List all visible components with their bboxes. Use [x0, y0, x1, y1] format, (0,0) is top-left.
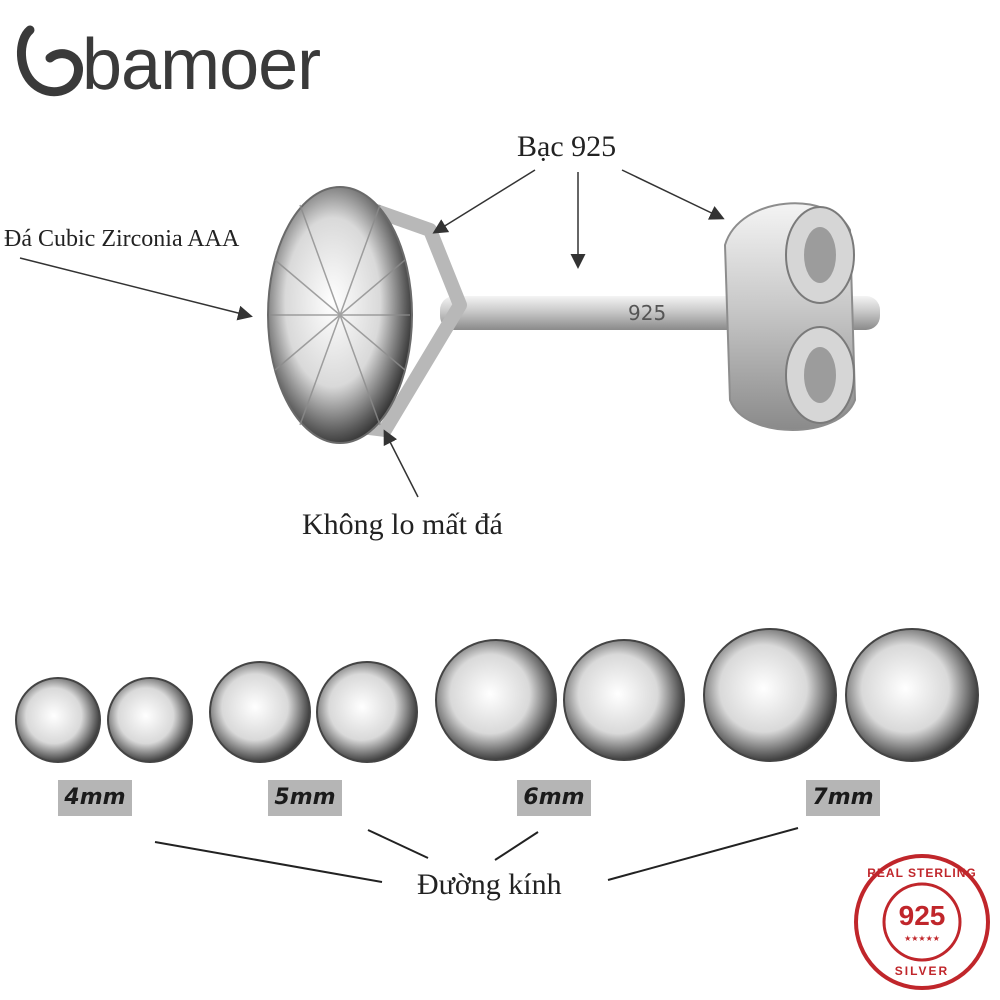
badge-bottom-text: SILVER	[894, 964, 950, 978]
stone-label: Đá Cubic Zirconia AAA	[4, 226, 240, 252]
size-gem-6mm	[435, 639, 685, 761]
secure-setting-label: Không lo mất đá	[302, 508, 503, 541]
badge-top-text: REAL STERLING	[867, 866, 977, 880]
callout-arrows	[19, 169, 725, 498]
brand-logo-text: bamoer	[82, 25, 321, 105]
size-tag-4mm: 4mm	[58, 780, 132, 816]
size-gem-7mm	[703, 628, 979, 762]
post-stamp: 925	[628, 301, 667, 325]
size-gem-5mm	[209, 661, 418, 763]
size-gem-4mm	[15, 677, 193, 763]
diameter-lines	[154, 827, 799, 883]
material-label: Bạc 925	[517, 130, 617, 163]
logo-swirl-icon	[16, 25, 83, 97]
earring-stud	[267, 186, 880, 444]
size-tag-6mm: 6mm	[517, 780, 591, 816]
badge-center-number: 925	[898, 900, 946, 931]
sterling-silver-badge	[854, 854, 990, 990]
badge-stars: ★★★★★	[904, 934, 940, 943]
size-tag-5mm: 5mm	[268, 780, 342, 816]
diameter-label: Đường kính	[417, 868, 562, 901]
size-tag-7mm: 7mm	[806, 780, 880, 816]
brand-logo: bamoer	[10, 20, 321, 110]
